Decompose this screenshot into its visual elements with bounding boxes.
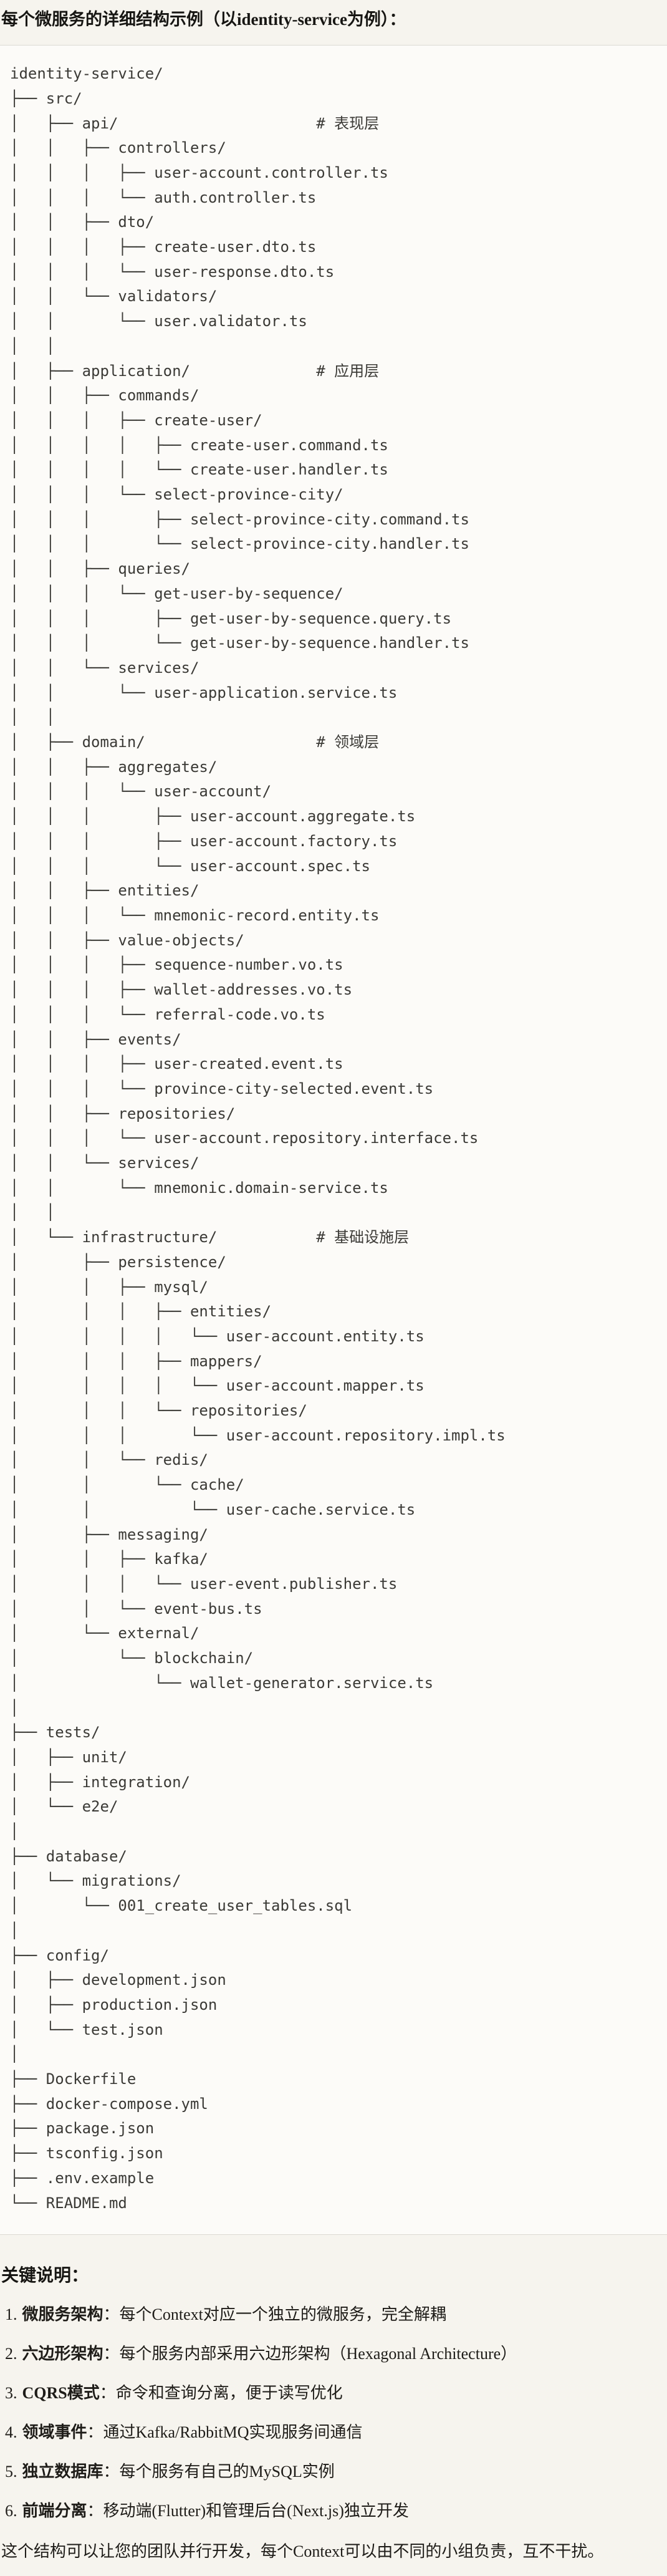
list-item-colon: ： bbox=[99, 2384, 116, 2403]
list-item-colon: ： bbox=[103, 2463, 120, 2481]
list-item-3: 3. CQRS模式：命令和查询分离，便于读写优化 bbox=[5, 2381, 667, 2406]
list-item-desc: 每个服务内部采用六边形架构（Hexagonal Architecture） bbox=[119, 2345, 517, 2363]
page-title: 每个微服务的详细结构示例（以identity-service为例）： bbox=[1, 10, 406, 29]
list-item-1: 1. 微服务架构：每个Context对应一个独立的微服务，完全解耦 bbox=[5, 2302, 667, 2327]
list-item-desc: 移动端(Flutter)和管理后台(Next.js)独立开发 bbox=[103, 2502, 409, 2521]
code-block: identity-service/ ├── src/ │ ├── api/ # … bbox=[0, 45, 667, 2236]
directory-tree: identity-service/ ├── src/ │ ├── api/ # … bbox=[10, 65, 506, 2212]
list-item-number: 6. bbox=[5, 2502, 17, 2521]
list-item-term: CQRS模式 bbox=[22, 2384, 100, 2403]
list-item-number: 2. bbox=[5, 2345, 17, 2363]
list-item-colon: ： bbox=[103, 2305, 120, 2324]
list-item-colon: ： bbox=[103, 2345, 120, 2363]
list-item-desc: 命令和查询分离，便于读写优化 bbox=[115, 2384, 343, 2403]
closing-paragraph: 这个结构可以让您的团队并行开发，每个Context可以由不同的小组负责，互不干扰… bbox=[1, 2542, 604, 2561]
list-item-4: 4. 领域事件：通过Kafka/RabbitMQ实现服务间通信 bbox=[5, 2420, 667, 2445]
list-item-desc: 通过Kafka/RabbitMQ实现服务间通信 bbox=[103, 2423, 363, 2442]
list-item-number: 4. bbox=[5, 2423, 17, 2442]
list-item-colon: ： bbox=[87, 2423, 103, 2442]
list-item-term: 独立数据库 bbox=[22, 2463, 103, 2481]
list-item-term: 前端分离 bbox=[22, 2502, 87, 2521]
page: 每个微服务的详细结构示例（以identity-service为例）： ident… bbox=[0, 9, 667, 2564]
list-item-term: 领域事件 bbox=[22, 2423, 87, 2442]
list-item-number: 3. bbox=[5, 2384, 17, 2403]
list-item-5: 5. 独立数据库：每个服务有自己的MySQL实例 bbox=[5, 2459, 667, 2484]
list-item-term: 微服务架构 bbox=[22, 2305, 103, 2324]
list-item-colon: ： bbox=[87, 2502, 103, 2521]
list-item-term: 六边形架构 bbox=[22, 2345, 103, 2363]
list-item-number: 5. bbox=[5, 2463, 17, 2481]
list-item-desc: 每个服务有自己的MySQL实例 bbox=[119, 2463, 335, 2481]
list-item-number: 1. bbox=[5, 2305, 17, 2324]
list-item-desc: 每个Context对应一个独立的微服务，完全解耦 bbox=[119, 2305, 446, 2324]
notes-heading: 关键说明： bbox=[1, 2266, 89, 2286]
list-item-2: 2. 六边形架构：每个服务内部采用六边形架构（Hexagonal Architec… bbox=[5, 2342, 667, 2366]
list-item-6: 6. 前端分离：移动端(Flutter)和管理后台(Next.js)独立开发 bbox=[5, 2499, 667, 2524]
